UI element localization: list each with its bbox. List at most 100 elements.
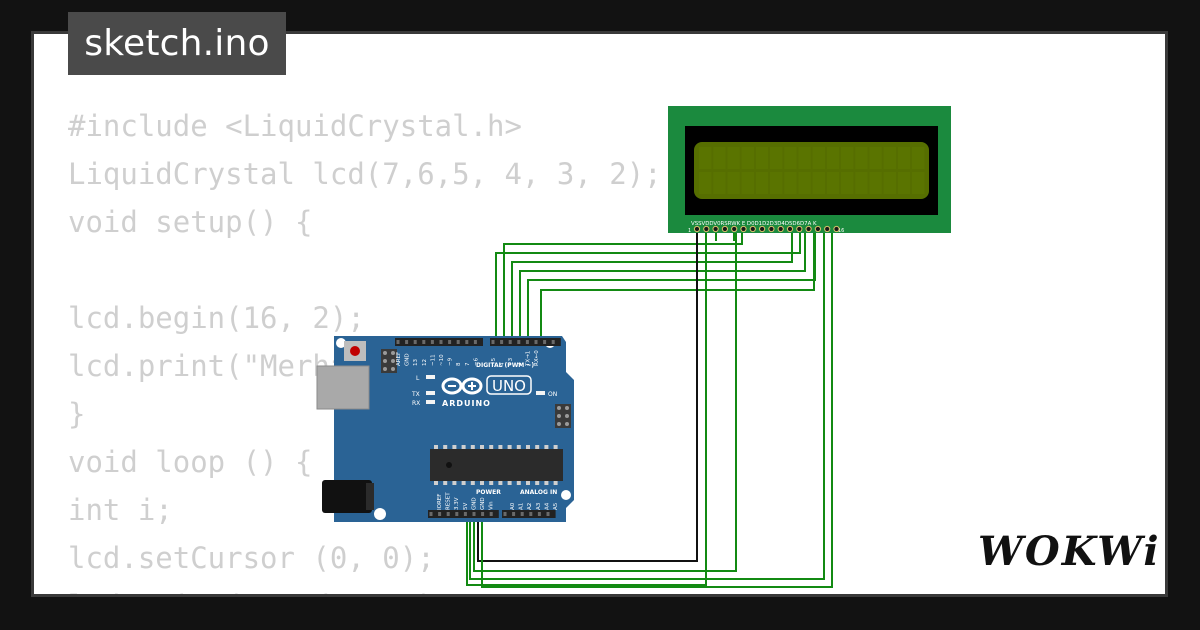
lcd-char-cell	[883, 147, 896, 169]
wire[interactable]	[503, 229, 743, 342]
chip-leg	[480, 481, 484, 485]
chip-leg	[489, 445, 494, 449]
header-pin[interactable]	[472, 512, 476, 516]
lcd-char-cell	[699, 147, 712, 169]
header-pin[interactable]	[430, 340, 434, 344]
header-pin[interactable]	[396, 340, 400, 344]
header-pin[interactable]	[503, 512, 507, 516]
digital-pin-header[interactable]	[395, 338, 561, 346]
lcd-pin[interactable]	[786, 225, 794, 233]
header-pin[interactable]	[405, 340, 409, 344]
lcd-pin[interactable]	[796, 225, 803, 233]
lcd-char-cell	[897, 147, 911, 169]
chip-leg	[443, 445, 448, 449]
lcd-pin-last-label: 16	[838, 228, 844, 234]
lcd-char-cell	[883, 172, 896, 194]
lcd-char-cell	[770, 147, 783, 169]
header-pin[interactable]	[422, 340, 426, 344]
header-pin[interactable]	[491, 340, 495, 344]
lcd-pin[interactable]	[759, 225, 766, 233]
chip-leg	[526, 445, 530, 449]
header-pin[interactable]	[534, 340, 538, 344]
led-tx	[426, 391, 435, 395]
chip-leg	[535, 445, 540, 449]
wire[interactable]	[540, 229, 815, 342]
header-pin[interactable]	[413, 340, 417, 344]
lcd-char-cell	[798, 147, 811, 169]
code-editor[interactable]: #include <LiquidCrystal.h>LiquidCrystal …	[68, 102, 662, 594]
header-pin[interactable]	[500, 340, 504, 344]
lcd-pin-header[interactable]	[693, 225, 840, 233]
lcd-pin[interactable]	[703, 225, 710, 233]
power-jack-rim	[366, 483, 374, 510]
lcd-pin[interactable]	[693, 225, 701, 233]
wire[interactable]	[481, 229, 833, 588]
pin-label: A3	[536, 502, 542, 510]
file-tab[interactable]: sketch.ino	[68, 12, 286, 75]
icsp-pin	[557, 414, 561, 418]
lcd-char-cell	[713, 147, 726, 169]
wire[interactable]	[527, 229, 816, 342]
header-pin[interactable]	[512, 512, 516, 516]
analog-pin-header[interactable]	[502, 510, 556, 518]
icsp-pin	[391, 351, 395, 355]
header-pin[interactable]	[448, 340, 452, 344]
header-pin[interactable]	[546, 512, 550, 516]
microcontroller-chip	[430, 449, 563, 481]
lcd-char-cell	[869, 172, 882, 194]
header-pin[interactable]	[455, 512, 459, 516]
power-pin-header[interactable]	[428, 510, 499, 518]
lcd-pin[interactable]	[749, 225, 756, 233]
header-pin[interactable]	[525, 340, 529, 344]
wire[interactable]	[495, 229, 801, 342]
wire[interactable]	[477, 229, 698, 562]
lcd-pin[interactable]	[777, 225, 784, 233]
header-pin[interactable]	[543, 340, 547, 344]
header-pin[interactable]	[520, 512, 524, 516]
lcd-pin[interactable]	[731, 225, 738, 233]
header-pin[interactable]	[439, 340, 443, 344]
lcd-char-cell	[727, 147, 740, 169]
code-line: LiquidCrystal lcd(7,6,5, 4, 3, 2);	[68, 157, 662, 191]
lcd-pin[interactable]	[712, 225, 719, 233]
lcd-pin[interactable]	[814, 225, 822, 233]
lcd-display[interactable]: VSSVDDV0RSRWK E D0D1D2D3D4D5D6D7A K 1 16	[668, 106, 951, 234]
header-pin[interactable]	[537, 512, 541, 516]
header-pin[interactable]	[517, 340, 521, 344]
power-header-label: POWER	[476, 489, 501, 496]
wire[interactable]	[519, 229, 806, 342]
wire[interactable]	[469, 229, 825, 580]
header-pin[interactable]	[489, 512, 493, 516]
header-pin[interactable]	[481, 512, 485, 516]
header-strip	[490, 338, 561, 346]
wire[interactable]	[473, 229, 737, 572]
header-pin[interactable]	[438, 512, 442, 516]
lcd-pin[interactable]	[805, 225, 812, 233]
header-pin[interactable]	[529, 512, 533, 516]
lcd-pin[interactable]	[768, 225, 775, 233]
header-pin[interactable]	[508, 340, 512, 344]
lcd-char-cell	[755, 147, 769, 169]
reset-button-cap	[350, 346, 360, 356]
pin-label: ~3	[508, 357, 514, 366]
header-pin[interactable]	[463, 512, 467, 516]
header-pin[interactable]	[473, 340, 477, 344]
wire[interactable]	[511, 229, 793, 342]
pin-label: AREF	[396, 352, 402, 366]
lcd-pin[interactable]	[824, 225, 831, 233]
lcd-pin[interactable]	[740, 225, 747, 233]
lcd-pin[interactable]	[833, 225, 840, 233]
lcd-char-cell	[770, 172, 783, 194]
lcd-pin[interactable]	[721, 225, 729, 233]
header-pin[interactable]	[446, 512, 450, 516]
model-label: UNO	[492, 377, 526, 395]
header-pin[interactable]	[465, 340, 469, 344]
header-pin[interactable]	[456, 340, 460, 344]
lcd-char-cell	[812, 172, 825, 194]
icsp-pin	[391, 359, 395, 363]
header-pin[interactable]	[429, 512, 433, 516]
wire[interactable]	[466, 229, 707, 586]
header-pin[interactable]	[551, 340, 555, 344]
